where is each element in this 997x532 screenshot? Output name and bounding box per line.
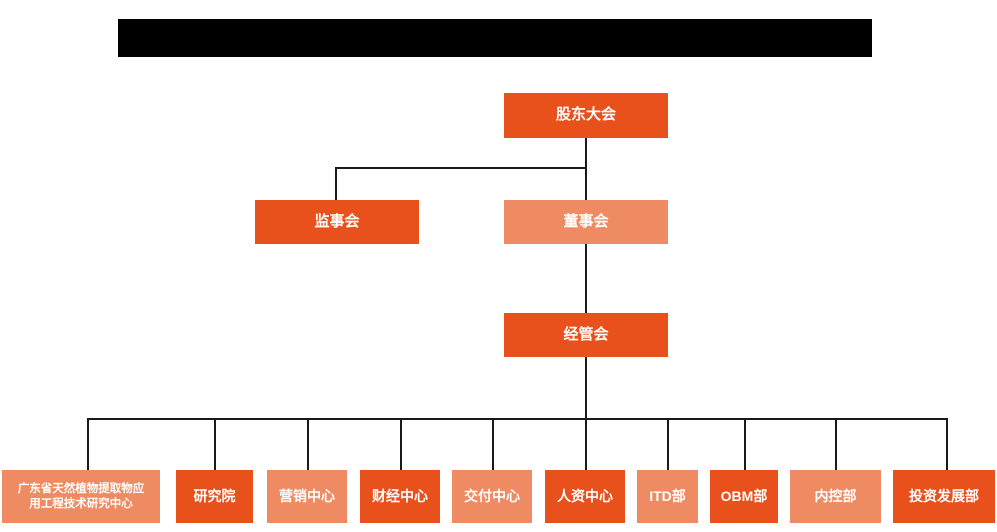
node-research-institute[interactable]: 研究院 [176, 470, 253, 523]
node-label: OBM部 [720, 487, 768, 504]
redacted-title-text [118, 19, 872, 57]
connector-drop-itd-department [667, 418, 669, 470]
node-finance-center[interactable]: 财经中心 [360, 470, 440, 523]
node-label: 营销中心 [279, 487, 335, 504]
connector-drop-research-institute [214, 418, 216, 470]
connector-drop-finance-center [400, 418, 402, 470]
node-hr-center[interactable]: 人资中心 [545, 470, 625, 523]
node-label: 经管会 [563, 325, 609, 343]
connector-drop-research-center [87, 418, 89, 470]
node-label: 董事会 [563, 212, 609, 230]
connector-management-stem [585, 357, 587, 419]
node-board-of-directors[interactable]: 董事会 [504, 200, 668, 244]
connector-directors-drop [585, 167, 587, 201]
node-label: ITD部 [649, 487, 686, 504]
node-management-committee[interactable]: 经管会 [504, 313, 668, 357]
node-label-line2: 用工程技术研究中心 [29, 497, 133, 510]
node-itd-department[interactable]: ITD部 [637, 470, 698, 523]
node-label: 监事会 [314, 212, 360, 230]
node-investment-development-department[interactable]: 投资发展部 [893, 470, 995, 523]
node-marketing-center[interactable]: 营销中心 [267, 470, 347, 523]
node-shareholders-meeting[interactable]: 股东大会 [504, 93, 668, 138]
connector-drop-marketing-center [307, 418, 309, 470]
node-delivery-center[interactable]: 交付中心 [452, 470, 532, 523]
node-internal-control-department[interactable]: 内控部 [790, 470, 881, 523]
node-label: 股东大会 [555, 106, 616, 124]
connector-supervisors-drop [335, 167, 337, 201]
node-label: 人资中心 [557, 487, 613, 504]
connector-level2-bus [335, 167, 587, 169]
connector-drop-investment-development [946, 418, 948, 470]
connector-shareholders-stem [585, 138, 587, 169]
node-board-of-supervisors[interactable]: 监事会 [255, 200, 419, 244]
connector-directors-to-management [585, 243, 587, 313]
connector-level4-bus [87, 418, 948, 420]
node-label: 内控部 [814, 487, 857, 504]
node-label: 财经中心 [372, 487, 428, 504]
node-label-line1: 广东省天然植物提取物应 [17, 483, 145, 496]
connector-drop-obm-department [744, 418, 746, 470]
node-obm-department[interactable]: OBM部 [710, 470, 778, 523]
connector-drop-delivery-center [492, 418, 494, 470]
connector-drop-hr-center [585, 418, 587, 470]
node-label: 研究院 [193, 487, 236, 504]
node-label: 投资发展部 [909, 487, 979, 504]
node-label: 交付中心 [464, 487, 520, 504]
connector-drop-internal-control [835, 418, 837, 470]
redacted-title-bar [118, 19, 872, 57]
node-research-center[interactable]: 广东省天然植物提取物应 用工程技术研究中心 [2, 470, 160, 523]
